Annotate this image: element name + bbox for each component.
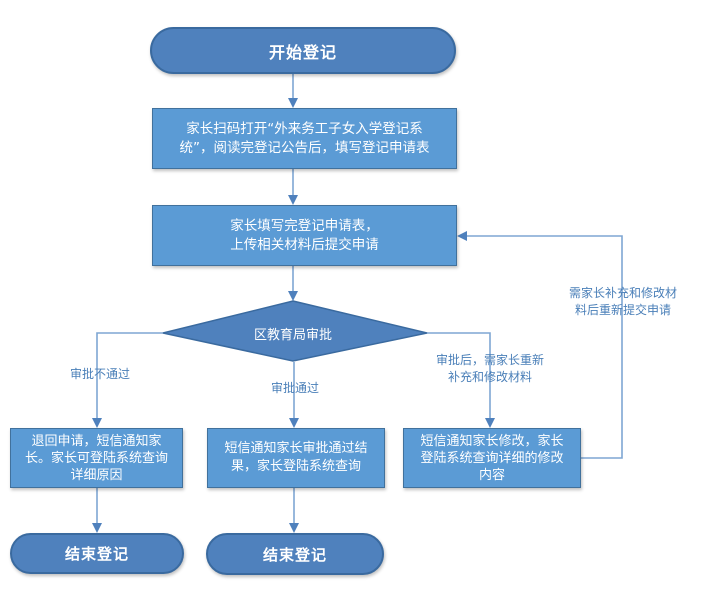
arrow-revise-to-step2 (457, 231, 623, 459)
approve-line-2: 果，家长登陆系统查询 (230, 459, 361, 474)
step2-line-1: 家长填写完登记申请表， (230, 217, 379, 234)
reject-line-3: 详细原因 (70, 467, 123, 483)
end-node-reject: 结束登记 (10, 533, 184, 574)
box-approve-notify: 短信通知家长审批通过结 果，家长登陆系统查询 (207, 428, 385, 488)
end-label-reject: 结束登记 (64, 545, 129, 563)
start-node: 开始登记 (150, 27, 456, 74)
label-reject: 审批不通过 (69, 367, 130, 381)
decision-diamond (162, 300, 428, 362)
label-revise: 审批后，需家长重新 补充和修改材料 (420, 352, 560, 386)
start-label: 开始登记 (268, 42, 337, 62)
step-submit-application: 家长填写完登记申请表， 上传相关材料后提交申请 (152, 205, 457, 266)
arrow-decision-to-revise (427, 332, 495, 428)
label-approve: 审批通过 (270, 381, 319, 395)
label-revise-line-2: 补充和修改材料 (447, 370, 532, 384)
label-feedback: 需家长补充和修改材 料后重新提交申请 (560, 285, 686, 319)
step1-line-1: 家长扫码打开“外来务工子女入学登记系 (186, 120, 423, 137)
label-feedback-line-1: 需家长补充和修改材 (568, 286, 677, 300)
revise-line-2: 登陆系统查询详细的修改 (420, 450, 564, 466)
end-label-approve: 结束登记 (262, 545, 327, 564)
revise-line-3: 内容 (478, 467, 505, 483)
revise-line-1: 短信通知家长修改，家长 (420, 433, 564, 449)
step-scan-and-fill: 家长扫码打开“外来务工子女入学登记系 统”，阅读完登记公告后，填写登记申请表 (152, 108, 457, 169)
reject-line-1: 退回申请，短信通知家 (31, 433, 162, 449)
reject-line-2: 长。家长可登陆系统查询 (24, 450, 168, 466)
label-feedback-line-2: 料后重新提交申请 (574, 303, 671, 317)
end-node-approve: 结束登记 (206, 533, 384, 575)
box-revise-notify: 短信通知家长修改，家长 登陆系统查询详细的修改 内容 (403, 428, 581, 488)
arrow-decision-to-reject (92, 332, 163, 428)
step1-line-2: 统”，阅读完登记公告后，填写登记申请表 (179, 139, 430, 156)
box-reject-notify: 退回申请，短信通知家 长。家长可登陆系统查询 详细原因 (10, 428, 183, 488)
step2-line-2: 上传相关材料后提交申请 (230, 236, 379, 253)
label-revise-line-1: 审批后，需家长重新 (435, 353, 544, 367)
decision-label: 区教育局审批 (253, 328, 332, 343)
approve-line-1: 短信通知家长审批通过结 (224, 441, 368, 456)
